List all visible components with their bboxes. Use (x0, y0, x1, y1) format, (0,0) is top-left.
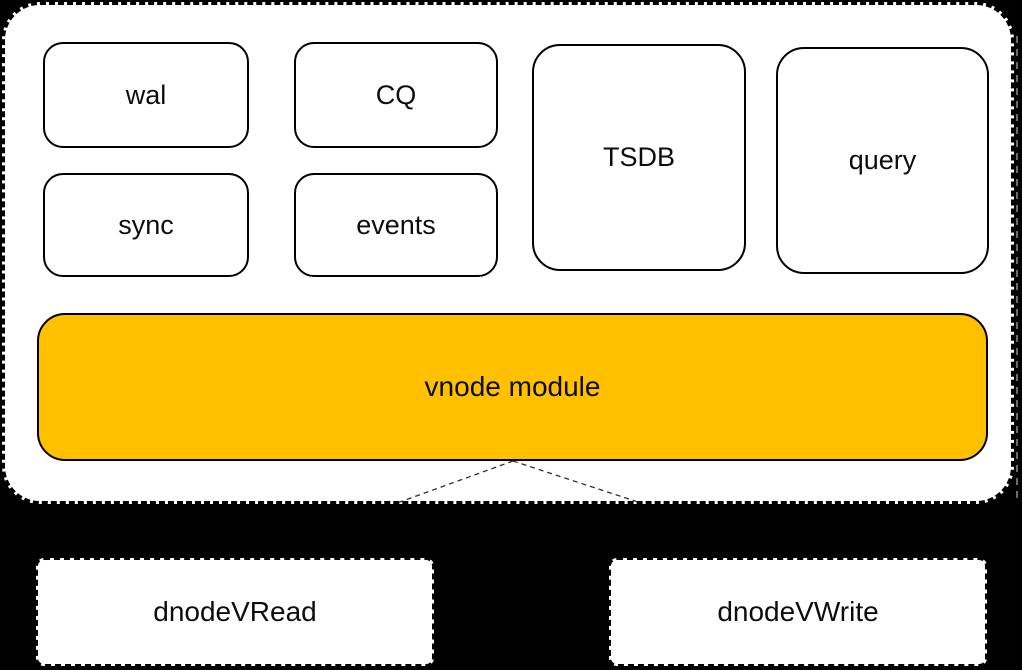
dnode-vread-box: dnodeVRead (36, 558, 434, 666)
module-box-events: events (294, 173, 498, 277)
module-label-wal: wal (125, 79, 167, 110)
module-box-tsdb: TSDB (532, 44, 746, 271)
module-box-wal: wal (43, 42, 249, 148)
module-box-sync: sync (43, 173, 249, 277)
module-box-cq: CQ (294, 42, 498, 148)
module-label-tsdb: TSDB (602, 142, 675, 172)
dnode-vread-label: dnodeVRead (153, 596, 317, 627)
module-box-query: query (776, 47, 989, 274)
dnode-vwrite-box: dnodeVWrite (609, 558, 987, 666)
vnode-module-label: vnode module (424, 371, 601, 402)
dnode-vwrite-label: dnodeVWrite (717, 596, 879, 627)
vnode-module-bar: vnode module (37, 313, 988, 461)
module-label-events: events (356, 209, 436, 240)
module-label-cq: CQ (375, 79, 417, 110)
module-label-sync: sync (118, 209, 174, 240)
module-label-query: query (848, 145, 917, 175)
